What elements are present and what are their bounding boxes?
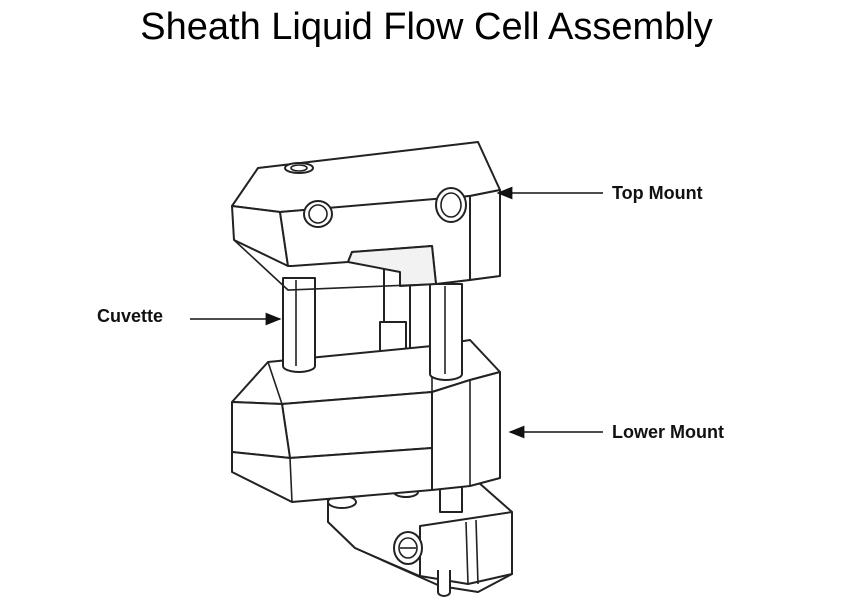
lower-mount-label: Lower Mount (612, 422, 724, 442)
cuvette-label: Cuvette (97, 306, 164, 326)
top-mount-label: Top Mount (612, 183, 703, 203)
diagram-title: Sheath Liquid Flow Cell Assembly (140, 6, 713, 48)
cuvette-posts (282, 277, 463, 381)
top-mount-body (231, 141, 501, 291)
rear-posts (379, 267, 411, 359)
